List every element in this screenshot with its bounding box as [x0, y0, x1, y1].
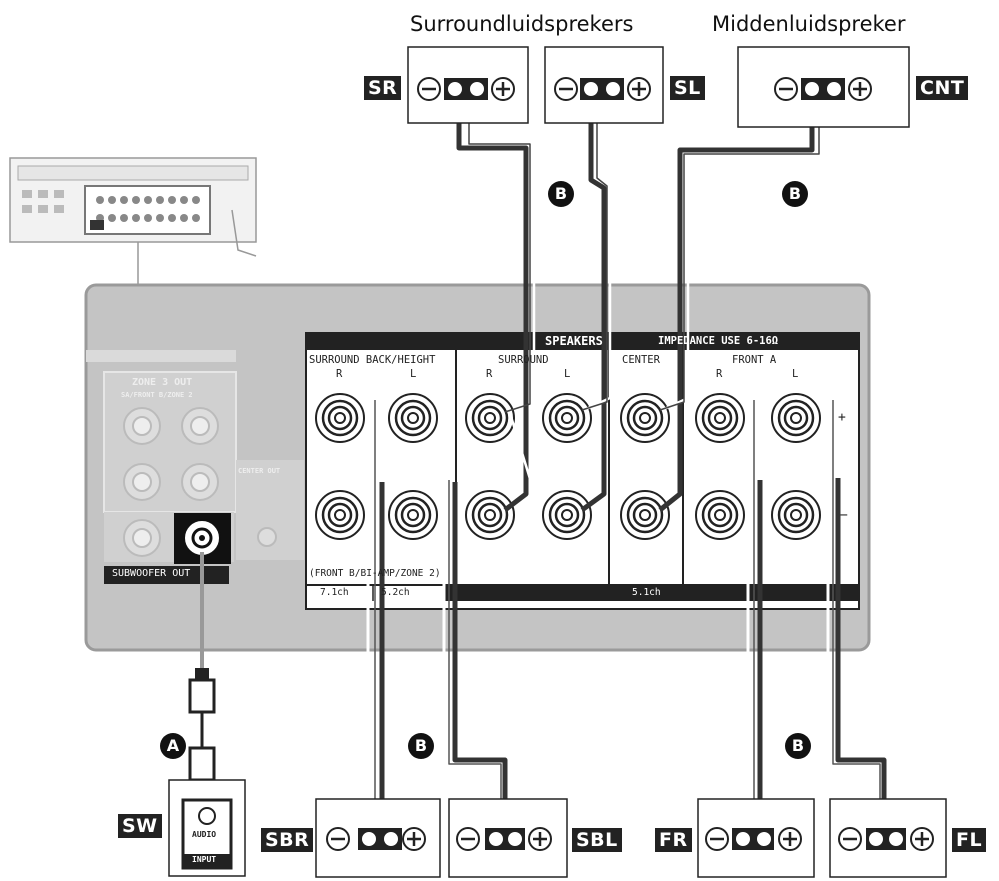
- speaker-sl: [544, 46, 664, 124]
- cable-sbl: [429, 390, 508, 825]
- label-plus: +: [838, 410, 846, 425]
- speaker-sbr: [315, 798, 441, 878]
- label-center-out: CENTER OUT: [238, 467, 281, 475]
- receiver-front-illustration: [9, 157, 257, 285]
- impedance-label: IMPEDANCE USE 6-16Ω: [658, 335, 779, 347]
- label-surround: SURROUND: [498, 354, 549, 366]
- center-speaker-heading: Middenluidspreker: [712, 12, 906, 36]
- label-sr-r: R: [486, 368, 493, 380]
- label-52ch: 5.2ch: [381, 587, 410, 598]
- speaker-cnt: [737, 46, 910, 128]
- speakers-header: SPEAKERS: [545, 334, 603, 348]
- label-bottom-note: (FRONT B/BI-AMP/ZONE 2): [309, 568, 441, 579]
- terminal-fr-plus: [694, 392, 746, 444]
- tag-sbr: SBR: [261, 828, 314, 852]
- terminal-fr-minus: [694, 489, 746, 541]
- label-zone3-sub: SA/FRONT B/ZONE 2: [121, 391, 193, 399]
- tag-sr: SR: [364, 76, 402, 100]
- cable-label-b-front: B: [785, 733, 811, 759]
- label-fl-l: L: [792, 368, 799, 380]
- speaker-sbl: [448, 798, 568, 878]
- cable-label-b-center: B: [782, 181, 808, 207]
- label-fr-r: R: [716, 368, 723, 380]
- label-surround-back-height: SURROUND BACK/HEIGHT: [309, 354, 436, 366]
- rear-panel: [84, 283, 871, 652]
- cable-sr: [456, 98, 536, 512]
- tag-sbl: SBL: [572, 828, 622, 852]
- label-audio-input-1: AUDIO: [192, 830, 217, 839]
- tag-cnt: CNT: [916, 76, 969, 100]
- cable-label-b-surround: B: [548, 181, 574, 207]
- terminal-sbl-minus: [387, 489, 439, 541]
- cable-label-a: A: [160, 733, 186, 759]
- speaker-sr: [407, 46, 529, 124]
- terminal-sl-minus: [541, 489, 593, 541]
- label-71ch: 7.1ch: [320, 587, 349, 598]
- speaker-fr: [697, 798, 815, 878]
- label-sbr-r: R: [336, 368, 343, 380]
- label-sbl-l: L: [410, 368, 417, 380]
- tag-sl: SL: [670, 76, 705, 100]
- speaker-subwoofer: [168, 779, 246, 877]
- terminal-fl-minus: [770, 489, 822, 541]
- terminal-sr-minus: [464, 489, 516, 541]
- tag-fr: FR: [655, 828, 692, 852]
- label-subwoofer-out: SUBWOOFER OUT: [112, 568, 191, 579]
- tag-sw: SW: [118, 814, 162, 838]
- terminal-sr-plus: [464, 392, 516, 444]
- label-sl-l: L: [564, 368, 571, 380]
- cable-fl: [812, 376, 887, 825]
- cable-label-b-surround-back: B: [408, 733, 434, 759]
- label-front-a: FRONT A: [732, 354, 777, 366]
- tag-fl: FL: [952, 828, 987, 852]
- label-center: CENTER: [622, 354, 660, 366]
- label-audio-input-2: INPUT: [192, 855, 217, 864]
- terminal-sl-plus: [541, 392, 593, 444]
- surround-speakers-heading: Surroundluidsprekers: [410, 12, 634, 36]
- label-zone3-out: ZONE 3 OUT: [132, 377, 193, 388]
- terminal-center-minus: [619, 489, 671, 541]
- terminal-center-plus: [619, 392, 671, 444]
- cable-sl: [580, 98, 612, 513]
- cable-center: [658, 98, 827, 512]
- terminal-fl-plus: [770, 392, 822, 444]
- label-51ch: 5.1ch: [632, 587, 661, 598]
- speaker-fl: [829, 798, 947, 878]
- terminal-sbr-minus: [314, 489, 366, 541]
- label-minus: −: [840, 508, 848, 523]
- terminal-sbl-plus: [387, 392, 439, 444]
- terminal-sbr-plus: [314, 392, 366, 444]
